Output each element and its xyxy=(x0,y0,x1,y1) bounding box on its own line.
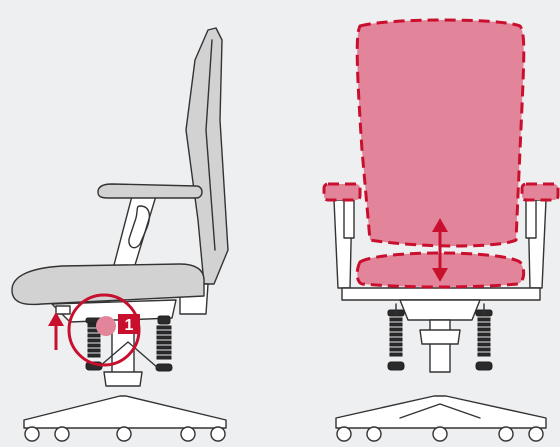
base-ridge xyxy=(399,403,481,419)
up-arrow-icon xyxy=(48,312,64,350)
star-base-side xyxy=(23,395,227,429)
armrest-pad-right xyxy=(520,182,560,202)
seat-plate-front xyxy=(341,287,541,301)
star-base-front xyxy=(335,395,547,429)
casters-front xyxy=(336,426,544,442)
coil-spring-front-left xyxy=(387,309,405,371)
coil-spring-right xyxy=(155,315,173,372)
coil-spring-front-right xyxy=(475,309,493,371)
column-collar xyxy=(419,329,461,345)
casters-side xyxy=(24,426,226,442)
mechanism-front xyxy=(399,299,481,321)
column-cover xyxy=(103,371,143,387)
gas-column-front xyxy=(429,319,451,373)
double-arrow-vertical-icon xyxy=(432,218,448,282)
seat-mechanism xyxy=(51,299,177,323)
lever-knob-highlight xyxy=(96,316,116,336)
callout-number: 1 xyxy=(125,317,134,334)
paddle-lever xyxy=(55,305,71,315)
backrest-front-highlight xyxy=(355,18,526,248)
backrest-side xyxy=(185,27,229,285)
spring-mounts xyxy=(395,303,485,315)
seat-cushion-side xyxy=(11,263,205,306)
armrest-slot xyxy=(128,205,151,249)
armrest-pad-side xyxy=(97,183,203,199)
arm-bracket-left xyxy=(343,199,355,239)
armrest-pad-left xyxy=(322,182,362,202)
arm-bracket-right xyxy=(525,199,537,239)
backrest-seam xyxy=(205,39,216,251)
linkage-arm xyxy=(99,341,159,369)
callout-badge: 1 xyxy=(118,314,140,334)
chair-side-view: 1 xyxy=(11,27,229,442)
chair-front-view xyxy=(322,18,560,442)
